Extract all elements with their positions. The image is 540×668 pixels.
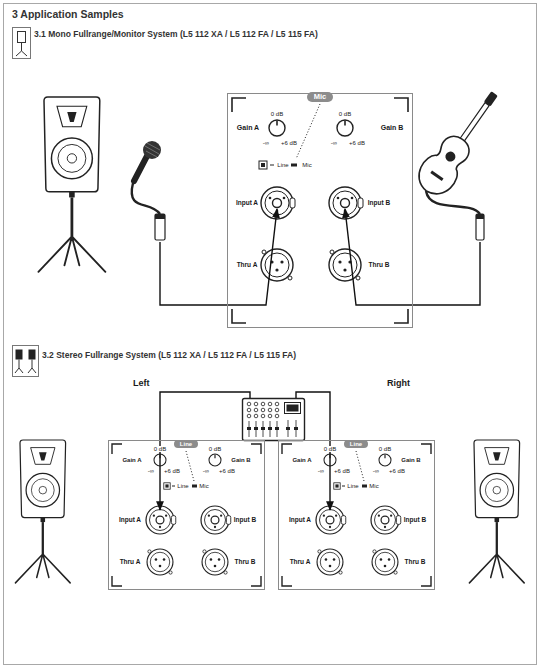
gain-mark: +6 dB [348,140,366,147]
switch-label: Line [176,483,189,490]
page-title: 3 Application Samples [12,9,124,21]
gain-mark: -∞ [372,468,380,475]
mode-badge: Line [344,440,368,449]
thru-label: Thru A [289,558,312,565]
thru-label: Thru B [404,558,427,565]
thru-label: Thru B [368,261,391,268]
switch-label: Line [276,162,289,169]
switch-label: Mic [368,483,379,490]
input-label: Input B [233,516,257,523]
gain-label: Gain A [291,457,312,464]
gain-label: Gain A [236,124,260,132]
gain-label: Gain A [121,457,142,464]
channel-label: Left [133,379,150,389]
panel-art [232,98,408,323]
gain-mark: -∞ [330,140,338,147]
connector-panel: LineGain A0 dB-∞+6 dB0 dB-∞+6 dBGain BLi… [108,440,265,590]
switch-label: Mic [198,483,209,490]
mode-badge: Line [174,440,198,449]
gain-label: Gain B [400,457,421,464]
mode-badge: Mic [307,92,334,102]
speaker [469,440,524,583]
gain-mark: +6 dB [218,468,236,475]
thru-label: Thru A [236,261,259,268]
gain-mark: 0 dB [208,446,222,453]
input-label: Input B [403,516,427,523]
input-label: Input A [288,516,312,523]
channel-label: Right [387,379,410,389]
panel-art [112,444,261,586]
microphone [132,141,165,240]
panel-art [282,444,431,586]
gain-mark: 0 dB [323,446,337,453]
speaker [38,97,105,272]
switch-label: Mic [301,162,312,169]
input-label: Input A [235,199,259,206]
gain-mark: +6 dB [280,140,298,147]
section-icon [13,346,39,377]
thru-label: Thru A [119,558,142,565]
input-label: Input B [367,199,391,206]
acoustic-guitar [411,83,509,240]
thru-label: Thru B [234,558,257,565]
gain-mark: +6 dB [333,468,351,475]
gain-mark: -∞ [262,140,270,147]
gain-mark: -∞ [202,468,210,475]
gain-mark: +6 dB [388,468,406,475]
section-icon [13,28,31,59]
section-heading: 3.1 Mono Fullrange/Monitor System (L5 11… [34,30,318,39]
gain-mark: 0 dB [338,111,352,118]
gain-mark: 0 dB [270,111,284,118]
switch-label: Line [346,483,359,490]
connector-panel: LineGain A0 dB-∞+6 dB0 dB-∞+6 dBGain BLi… [278,440,435,590]
speaker [15,440,70,583]
page-frame [4,4,537,665]
gain-mark: +6 dB [163,468,181,475]
gain-label: Gain B [380,124,405,132]
connector-panel: MicGain A0 dB-∞+6 dB0 dB-∞+6 dBGain BLin… [227,93,413,328]
input-label: Input A [118,516,142,523]
gain-label: Gain B [230,457,251,464]
gain-mark: -∞ [317,468,325,475]
section-heading: 3.2 Stereo Fullrange System (L5 112 XA /… [42,351,296,360]
gain-mark: 0 dB [378,446,392,453]
gain-mark: -∞ [147,468,155,475]
gain-mark: 0 dB [153,446,167,453]
mixer [243,399,305,441]
